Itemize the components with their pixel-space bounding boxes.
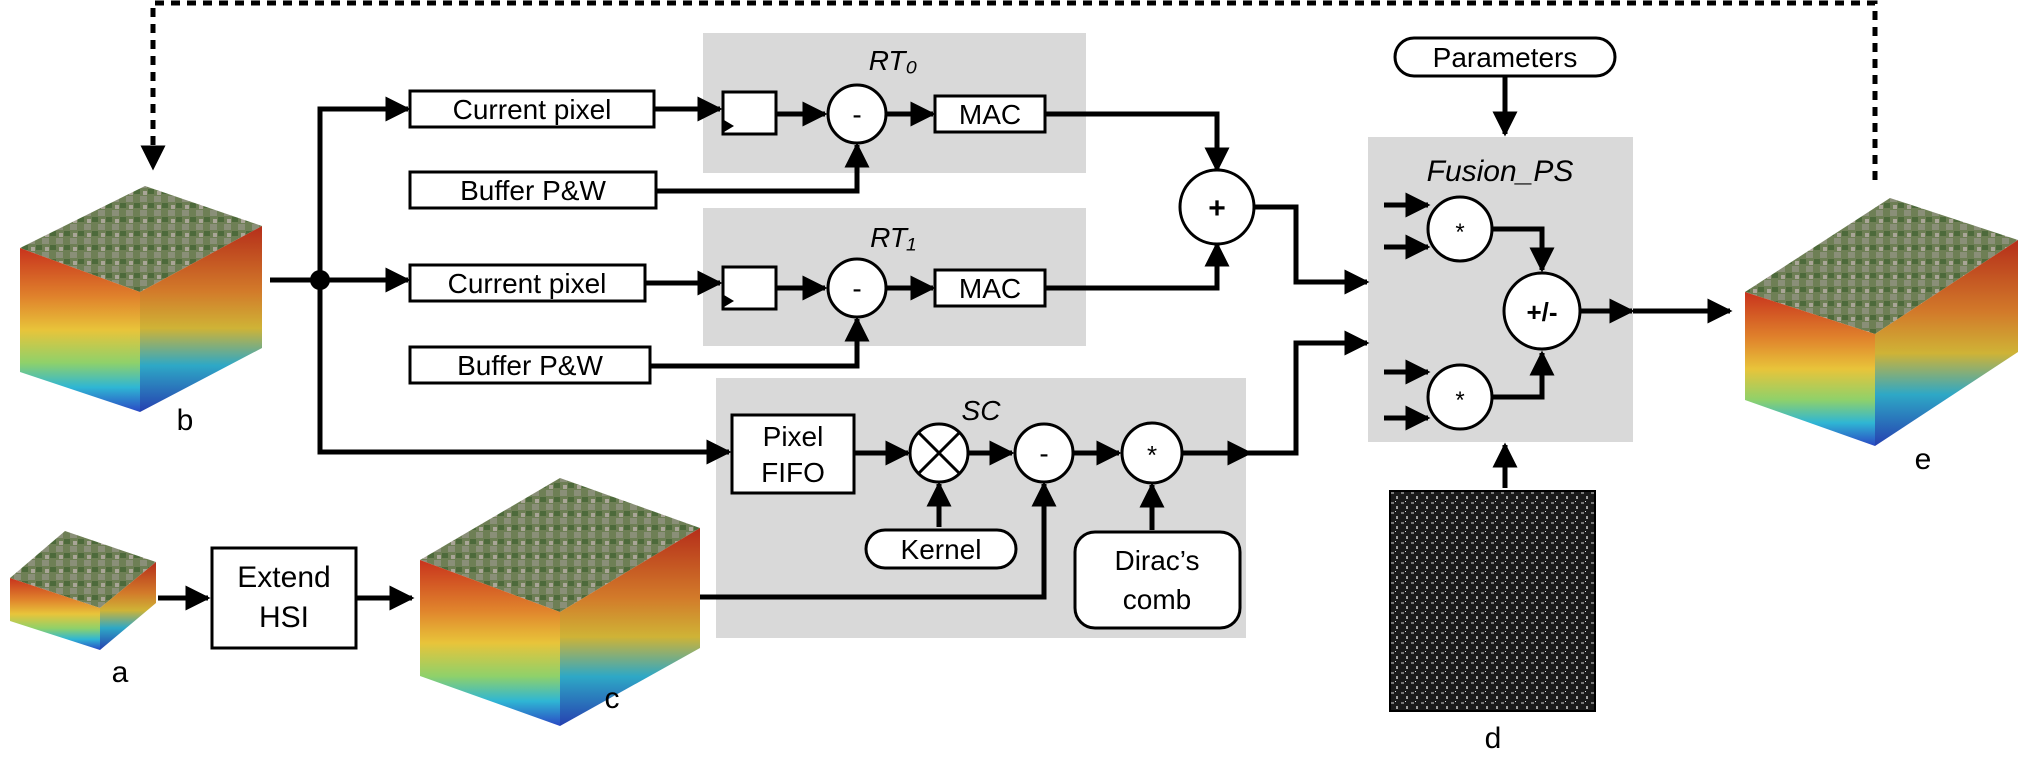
wire-mac0-plus xyxy=(1045,111,1230,173)
kernel-label: Kernel xyxy=(901,534,982,565)
mac-label-0: MAC xyxy=(959,99,1021,130)
rt1-title: RT₁ xyxy=(870,222,916,253)
wire-to-fifo xyxy=(317,280,732,465)
minus-op-sc-symbol: - xyxy=(1039,438,1048,469)
feedback-loop xyxy=(140,0,1878,180)
current-pixel-label-1: Current pixel xyxy=(448,268,607,299)
fusion-title: Fusion_PS xyxy=(1427,155,1574,188)
extend-hsi-label-1: Extend xyxy=(237,561,330,594)
wire-mac1-plus xyxy=(1045,241,1230,291)
mult-op-fusion-bottom-symbol: * xyxy=(1455,387,1464,414)
buffer-pw-box-1 xyxy=(408,345,652,385)
minus-op-rt1-symbol: - xyxy=(852,273,861,304)
buffer-pw-label-0: Buffer P&W xyxy=(460,175,606,206)
register-clock-0 xyxy=(724,120,734,132)
mac-label-1: MAC xyxy=(959,273,1021,304)
wire-to-current0 xyxy=(317,96,411,280)
parameters-label: Parameters xyxy=(1433,42,1578,73)
wire-buf0-minus xyxy=(656,142,870,194)
wire-multbottom-plusminus xyxy=(1492,350,1555,400)
minus-op-rt0-symbol: - xyxy=(852,99,861,130)
label-d: d xyxy=(1485,722,1502,755)
wire-plus-fusion xyxy=(1254,204,1370,295)
dirac-comb-label-2: comb xyxy=(1123,584,1191,615)
buffer-pw-label-1: Buffer P&W xyxy=(457,350,603,381)
buffer-pw-box-0 xyxy=(408,170,658,210)
wire-c-minus xyxy=(700,481,1057,600)
sc-title: SC xyxy=(962,395,1002,426)
label-e: e xyxy=(1915,443,1932,476)
dirac-comb-label-1: Dirac’s xyxy=(1114,545,1199,576)
register-clock-1 xyxy=(724,295,734,307)
dirac-comb-box xyxy=(1073,530,1242,630)
current-pixel-label-0: Current pixel xyxy=(453,94,612,125)
wire-sc-fusion xyxy=(1250,330,1370,456)
plus-op-symbol: + xyxy=(1208,192,1226,225)
pixel-fifo-label-1: Pixel xyxy=(763,421,824,452)
fusion-block xyxy=(1368,137,1633,442)
extend-hsi-box xyxy=(210,546,358,650)
mac-box-0 xyxy=(933,94,1047,134)
current-pixel-box-0 xyxy=(408,89,656,129)
extend-hsi-label-2: HSI xyxy=(259,601,309,634)
label-b: b xyxy=(177,404,194,437)
label-c: c xyxy=(605,682,620,715)
plus-minus-op-symbol: +/- xyxy=(1526,297,1557,327)
hyperspectral-cube-a xyxy=(10,531,156,650)
panchromatic-image-d xyxy=(1389,490,1596,712)
rt0-title: RT₀ xyxy=(869,45,918,76)
kernel-box xyxy=(864,528,1018,570)
convolution-cross xyxy=(916,430,962,476)
hyperspectral-cube-b xyxy=(20,186,262,412)
hyperspectral-cube-e xyxy=(1745,198,2018,446)
mult-op-fusion-top-symbol: * xyxy=(1455,219,1464,246)
label-a: a xyxy=(112,656,129,689)
pixel-fifo-label-2: FIFO xyxy=(761,457,825,488)
wire-buf1-minus xyxy=(650,316,870,369)
wire-multtop-plusminus xyxy=(1492,226,1555,273)
mac-box-1 xyxy=(933,268,1047,308)
hyperspectral-cube-c xyxy=(420,478,700,726)
mult-op-sc-symbol: * xyxy=(1147,440,1157,470)
pixel-fifo-box xyxy=(730,413,856,495)
